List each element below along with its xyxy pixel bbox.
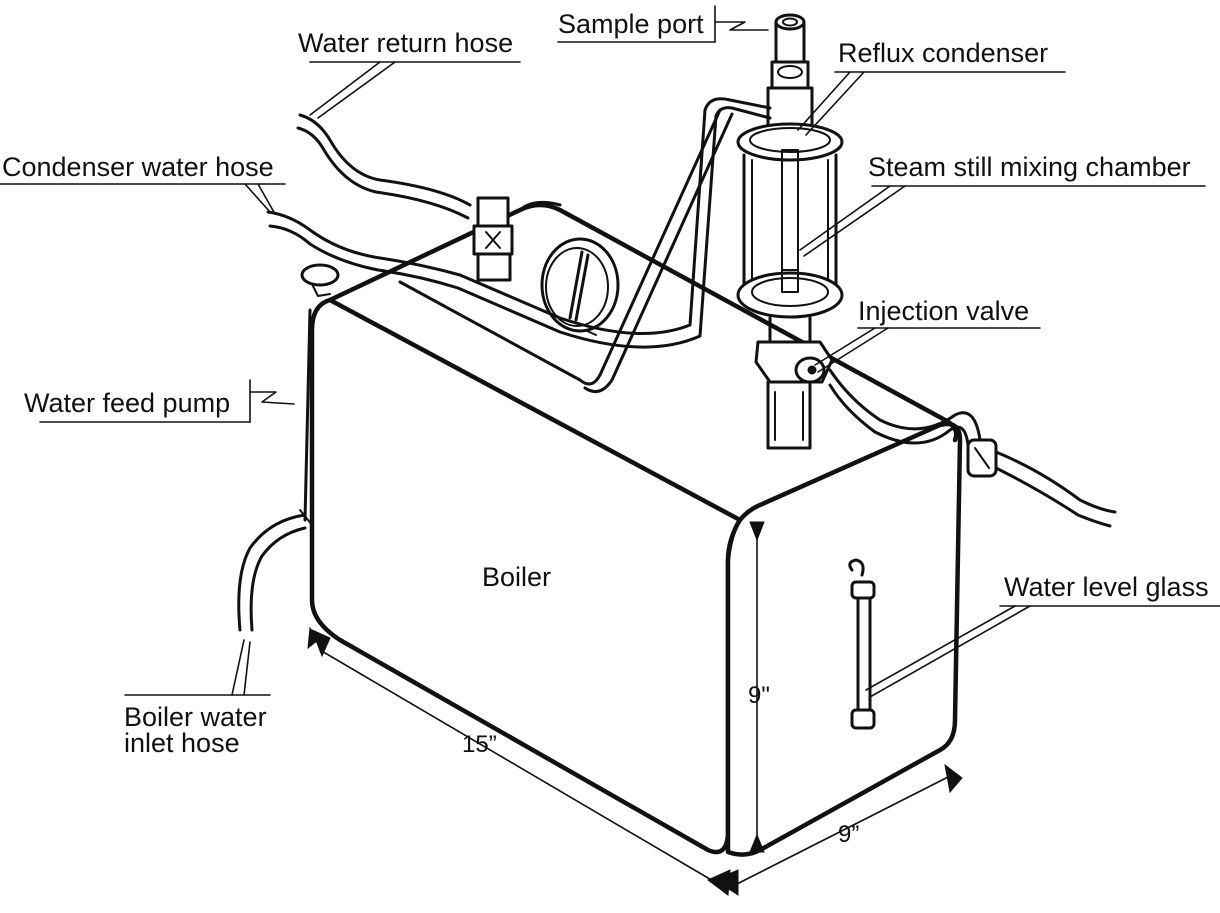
label-boiler: Boiler bbox=[482, 562, 551, 592]
dimension-depth-label: 9” bbox=[838, 821, 859, 848]
label-sample-port: Sample port bbox=[558, 9, 704, 39]
dimension-length-label: 15” bbox=[462, 731, 497, 758]
label-condenser-water-hose: Condenser water hose bbox=[2, 152, 274, 182]
label-injection-valve: Injection valve bbox=[858, 296, 1029, 326]
filler-cap bbox=[300, 263, 340, 297]
label-water-return-hose: Water return hose bbox=[298, 28, 513, 58]
hoses bbox=[237, 97, 1117, 632]
pressure-gauge bbox=[540, 237, 620, 336]
label-water-feed-pump: Water feed pump bbox=[24, 388, 230, 418]
label-steam-still-mixing-chamber: Steam still mixing chamber bbox=[868, 152, 1191, 182]
label-boiler-water-inlet-hose-line1: Boiler water bbox=[124, 702, 267, 732]
steam-still-column bbox=[736, 13, 844, 342]
label-reflux-condenser: Reflux condenser bbox=[838, 38, 1048, 68]
leader-lines bbox=[0, 5, 1220, 698]
dimension-height-label: 9" bbox=[748, 682, 770, 709]
top-valve-fitting bbox=[472, 196, 514, 282]
labels: Sample port Water return hose Reflux con… bbox=[2, 9, 1209, 848]
label-boiler-water-inlet-hose-line2: inlet hose bbox=[124, 728, 240, 758]
injection-valve bbox=[754, 340, 834, 450]
water-level-glass bbox=[848, 558, 876, 730]
dimension-lines bbox=[307, 521, 963, 896]
boiler-body bbox=[309, 200, 963, 857]
label-water-level-glass: Water level glass bbox=[1004, 572, 1209, 602]
